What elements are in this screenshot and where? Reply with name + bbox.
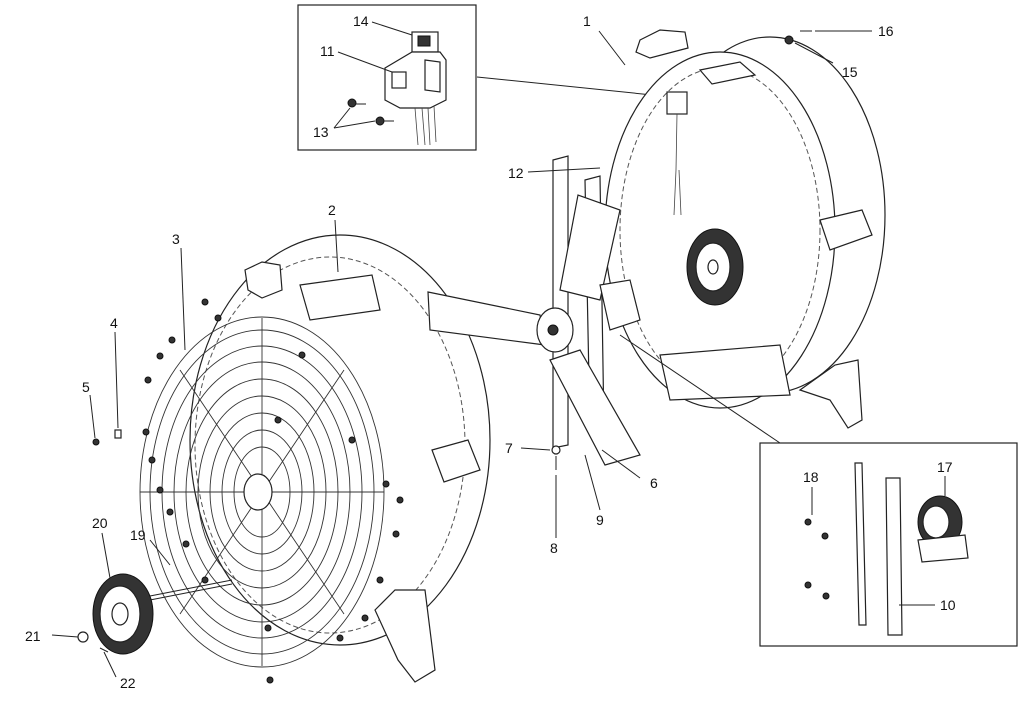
label-part-14: 14 [353, 13, 369, 29]
front-housing [189, 234, 491, 683]
leader-lines [51, 30, 641, 678]
blade-lower [549, 349, 641, 466]
blade-upper [559, 194, 621, 301]
screw-icon [375, 116, 394, 126]
wheel-assembly [77, 573, 233, 655]
label-part-9: 9 [596, 512, 604, 528]
label-part-18: 18 [803, 469, 819, 485]
label-part-16: 16 [878, 23, 894, 39]
label-part-4: 4 [110, 315, 118, 331]
label-part-19: 19 [130, 527, 146, 543]
rear-housing [604, 29, 886, 429]
label-part-17: 17 [937, 459, 953, 475]
label-part-10: 10 [940, 597, 956, 613]
part-labels: 1 2 3 4 5 6 7 8 9 10 11 12 13 14 15 16 1… [25, 13, 956, 691]
grille-screws [142, 298, 404, 684]
screw-icon [92, 438, 100, 446]
label-part-2: 2 [328, 202, 336, 218]
motor-inset [759, 442, 1018, 647]
motor-icon [917, 495, 969, 563]
label-part-7: 7 [505, 440, 513, 456]
front-grille [139, 316, 385, 668]
label-part-21: 21 [25, 628, 41, 644]
label-part-13: 13 [313, 124, 329, 140]
rear-wheel-icon [686, 228, 744, 306]
fan-blade-assembly [427, 155, 641, 470]
label-part-8: 8 [550, 540, 558, 556]
label-part-5: 5 [82, 379, 90, 395]
wheel-icon [92, 573, 154, 655]
label-part-15: 15 [842, 64, 858, 80]
label-part-20: 20 [92, 515, 108, 531]
label-part-3: 3 [172, 231, 180, 247]
label-part-11: 11 [320, 43, 335, 59]
label-part-1: 1 [583, 13, 591, 29]
switch-assembly-inset [297, 4, 477, 151]
label-part-22: 22 [120, 675, 136, 691]
screw-icon [347, 98, 366, 108]
label-part-12: 12 [508, 165, 524, 181]
screw-icon [784, 30, 812, 45]
label-part-6: 6 [650, 475, 658, 491]
clip-part [114, 429, 122, 439]
